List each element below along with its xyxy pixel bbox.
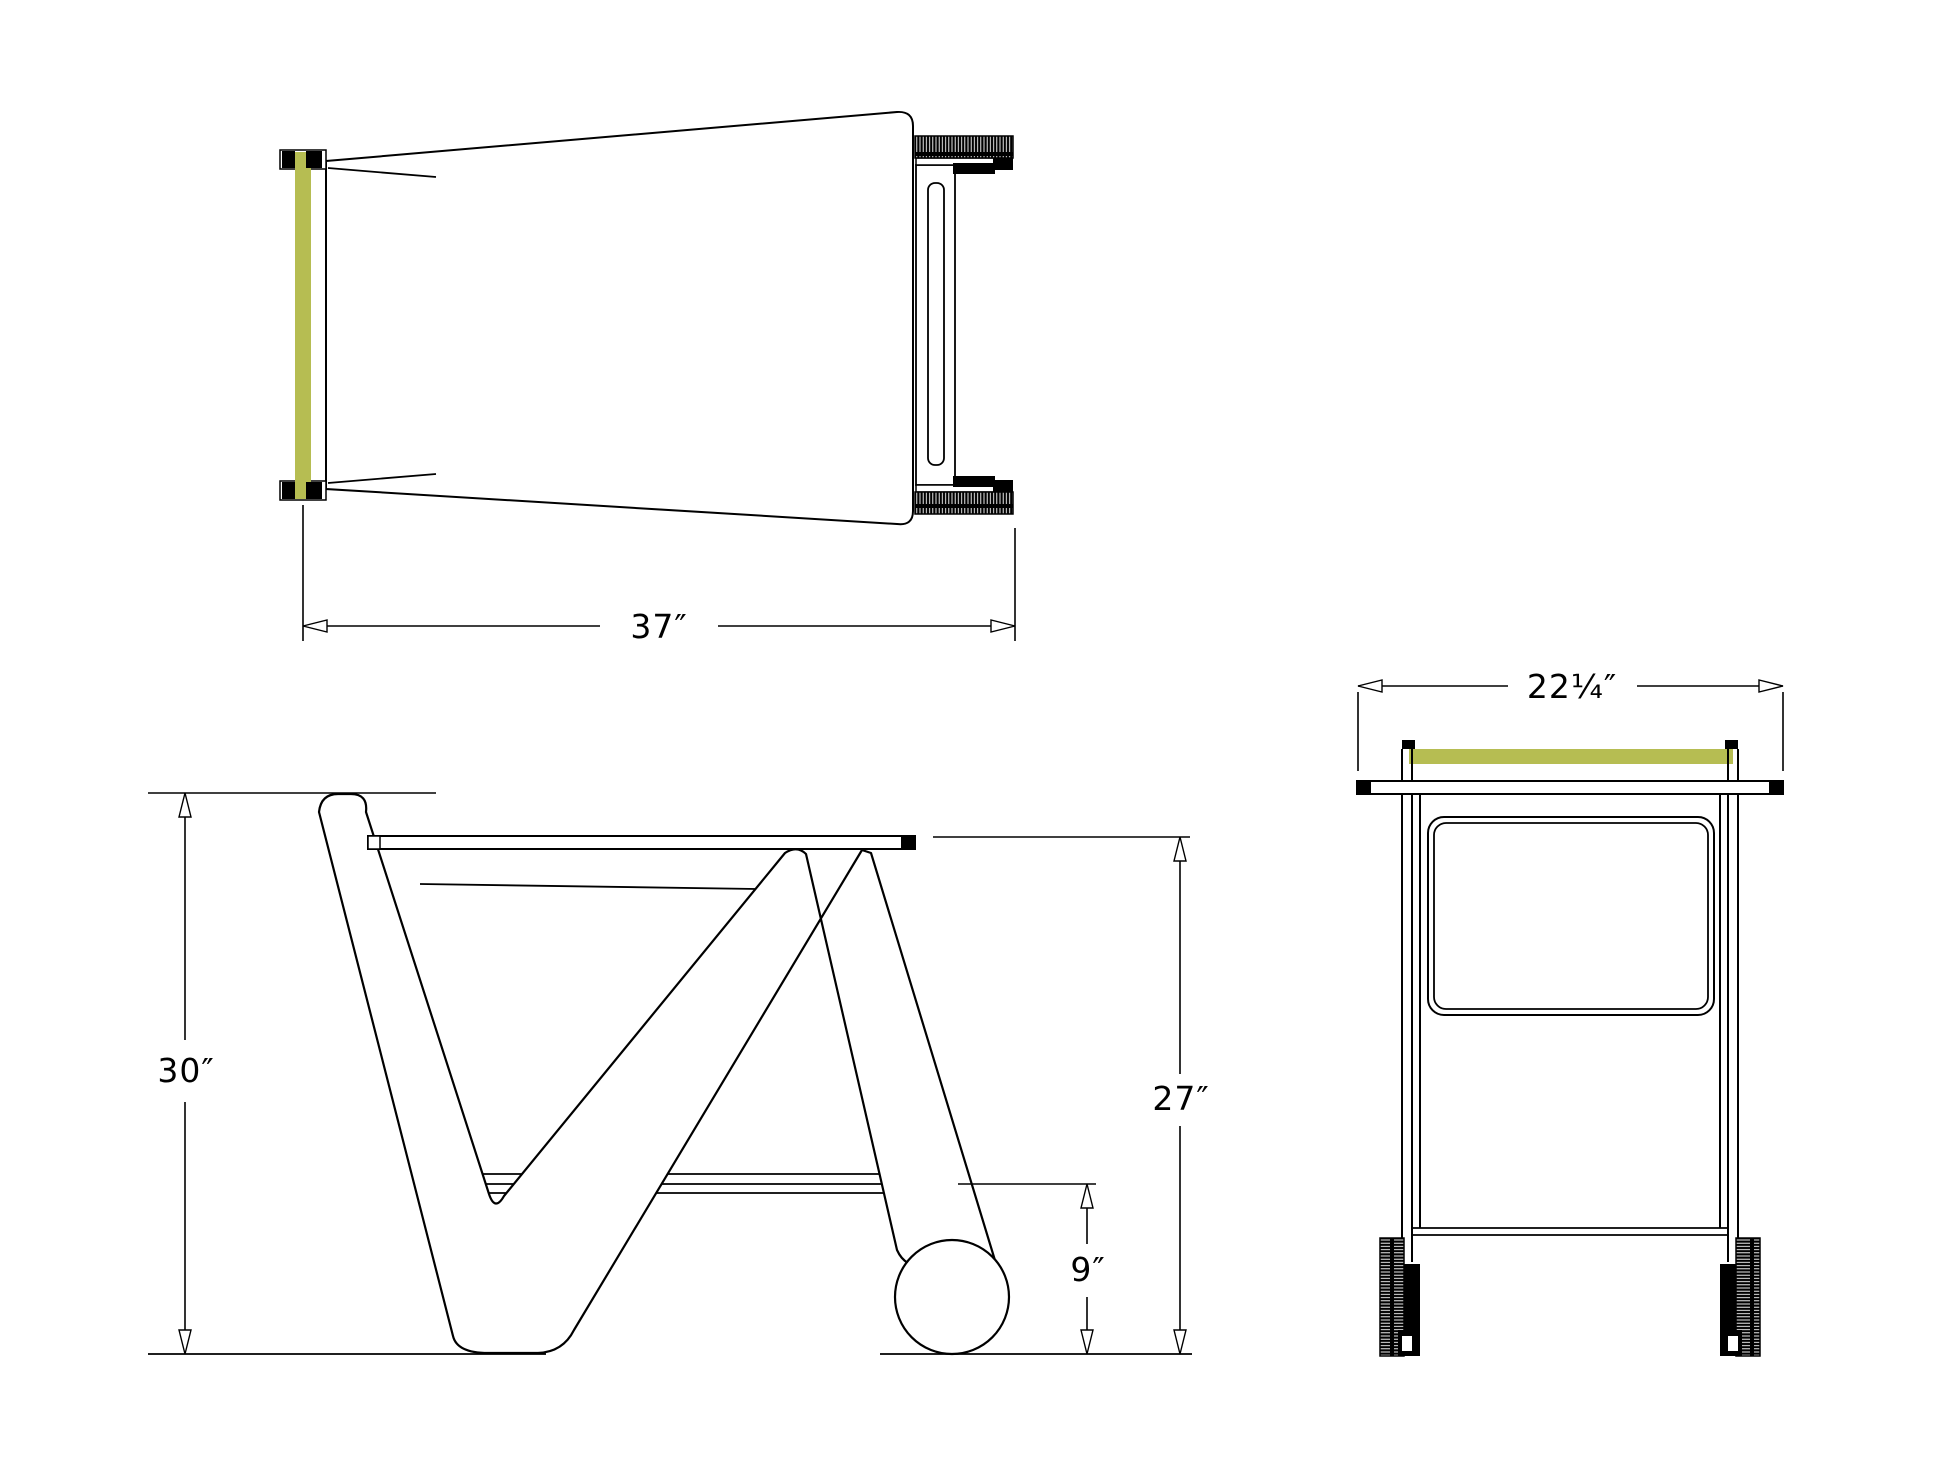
arrowhead	[178, 792, 192, 818]
leg-profile-top	[927, 182, 945, 466]
wheel-side	[893, 1238, 1011, 1356]
arrowhead	[302, 619, 328, 633]
corner-bracket-pad	[306, 482, 322, 499]
post-cap	[1402, 740, 1415, 749]
dim-label-tabletop-height: 27″	[1152, 1079, 1209, 1118]
dimension-37: 37″	[302, 505, 1016, 646]
dimension-30: 30″	[148, 792, 436, 1355]
caster-wheel-top-right-upper	[914, 135, 1014, 159]
tabletop-end-cap	[1769, 780, 1784, 795]
arrowhead	[1173, 836, 1187, 862]
zigzag-leg-profile	[317, 792, 999, 1355]
fold-line-bottom	[327, 473, 437, 484]
arrowhead	[178, 1329, 192, 1355]
caster-bracket-step	[953, 163, 995, 174]
caster-bracket-step	[993, 158, 1013, 170]
handle-bar-top	[295, 152, 311, 499]
arrowhead	[1758, 679, 1784, 693]
tabletop-end-cap-left	[367, 835, 381, 850]
tabletop-front	[1356, 780, 1784, 795]
caster-wheel-top-right-lower	[914, 491, 1014, 515]
side-view: 30″ 27″ 9″	[148, 792, 1209, 1356]
top-view: 37″	[279, 110, 1016, 646]
tabletop-side	[367, 835, 916, 850]
wheel-bracket-notch	[1402, 1336, 1412, 1351]
arrowhead	[1080, 1329, 1094, 1355]
wheel-bracket	[1720, 1264, 1736, 1330]
corner-bracket-pad	[282, 151, 295, 168]
corner-bracket-pad	[306, 151, 322, 168]
shelf-opening-inner	[1433, 822, 1709, 1010]
tabletop-end-cap-right	[901, 835, 915, 850]
dimension-27: 27″	[933, 836, 1209, 1355]
arrowhead	[1173, 1329, 1187, 1355]
caster-bracket-step	[953, 476, 995, 487]
caster-bracket-step	[993, 480, 1013, 492]
front-view: 22¼″	[1356, 667, 1784, 1357]
post-cap	[1725, 740, 1738, 749]
arrowhead	[1080, 1183, 1094, 1209]
arrowhead	[1357, 679, 1383, 693]
corner-bracket-pad	[282, 482, 295, 499]
fold-line-top	[327, 167, 437, 178]
dim-label-overall-height: 30″	[157, 1051, 214, 1090]
dim-label-front-width: 22¼″	[1527, 667, 1617, 706]
dim-label-top-width: 37″	[630, 607, 687, 646]
dim-label-shelf-height: 9″	[1070, 1250, 1105, 1289]
upper-stretcher-line	[419, 883, 758, 890]
handle-bar-front	[1409, 749, 1733, 764]
arrowhead	[990, 619, 1016, 633]
wheel-bracket	[1404, 1264, 1420, 1330]
wheel-bracket-notch	[1728, 1336, 1738, 1351]
dimension-9: 9″	[958, 1183, 1105, 1355]
tabletop-outline-top	[325, 110, 914, 526]
dimension-22-quarter: 22¼″	[1357, 667, 1784, 771]
tabletop-end-cap	[1356, 780, 1371, 795]
